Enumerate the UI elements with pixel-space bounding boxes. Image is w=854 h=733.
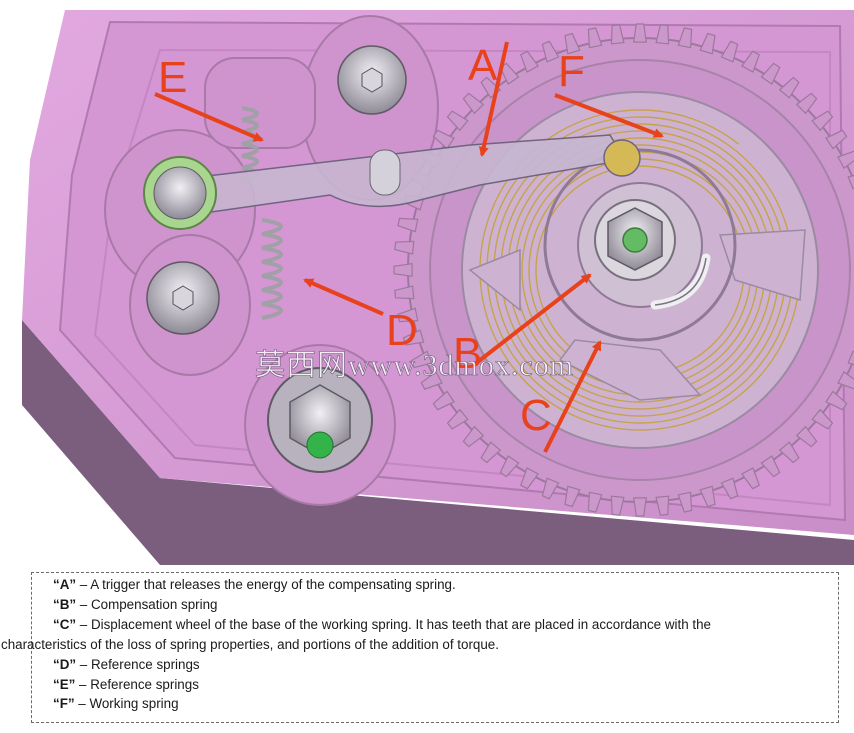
arrow-f — [554, 93, 664, 138]
gear-tooth — [741, 50, 760, 73]
gear-tooth — [677, 27, 693, 49]
gear-tooth — [432, 129, 455, 150]
gear-tooth — [741, 467, 760, 490]
callout-f: F — [558, 47, 585, 96]
legend-text: – Reference springs — [76, 656, 200, 672]
gear-tooth — [446, 110, 469, 132]
gear-tooth — [541, 477, 560, 500]
arrow-c — [543, 340, 602, 453]
gear-tooth — [446, 408, 469, 430]
gear-tooth — [480, 441, 502, 464]
gear-tooth — [811, 408, 834, 430]
legend-key: “C” — [53, 616, 77, 632]
reference-spring-upper — [241, 106, 259, 182]
gear-tooth — [393, 263, 413, 277]
bolt-top — [337, 45, 407, 115]
gear-tooth — [778, 441, 800, 464]
gear-tooth — [520, 50, 539, 73]
gear-tooth — [397, 217, 419, 233]
gear-tooth — [825, 390, 848, 411]
legend-key: “F” — [53, 696, 75, 712]
reference-spring-lower — [261, 218, 283, 320]
callout-b: B — [453, 329, 482, 378]
gear-tooth — [397, 307, 419, 323]
legend-text: – Displacement wheel of the base of the … — [76, 616, 711, 632]
gear-tooth — [633, 23, 647, 43]
legend-item-c: “C” – Displacement wheel of the base of … — [1, 615, 828, 655]
gear-tooth — [410, 350, 433, 369]
gear-tooth — [655, 495, 670, 516]
legend-key: “D” — [53, 656, 77, 672]
bottom-nut — [267, 367, 373, 473]
gear-tooth — [564, 485, 581, 508]
gear-tooth — [720, 477, 739, 500]
gear-tooth — [847, 174, 854, 190]
callout-c: C — [520, 391, 552, 440]
gear-tooth — [394, 240, 415, 255]
gear-tooth — [633, 497, 647, 517]
legend-item-e: “E” – Reference springs — [32, 675, 828, 695]
gear-tooth — [847, 350, 854, 366]
gear-tooth — [837, 150, 854, 169]
legend-text: – Compensation spring — [76, 596, 218, 612]
gear-tooth — [541, 40, 560, 63]
legend-item-d: “D” – Reference springs — [32, 655, 828, 675]
gear-tooth — [610, 24, 625, 45]
gear-tooth — [699, 32, 716, 55]
gear-tooth — [778, 76, 800, 99]
housing-side — [22, 320, 854, 565]
callout-e: E — [158, 53, 187, 102]
gear-tooth — [795, 92, 818, 115]
mechanism-diagram: A B C D E F 莫西网www.3dmox.com — [22, 10, 854, 565]
gear-tooth — [462, 425, 485, 448]
legend-text-continuation: characteristics of the loss of spring pr… — [1, 636, 499, 652]
arrow-d — [303, 278, 384, 316]
gear-tooth — [610, 495, 625, 516]
legend-text: – Reference springs — [75, 676, 199, 692]
gear-tooth — [655, 24, 670, 45]
gear-tooth — [520, 467, 539, 490]
legend-key: “B” — [53, 596, 77, 612]
gear-tooth — [499, 455, 520, 478]
legend-item-f: “F” – Working spring — [32, 694, 828, 714]
gear-tooth — [795, 425, 818, 448]
legend-item-a: “A” – A trigger that releases the energy… — [32, 575, 828, 595]
gear-tooth — [499, 62, 520, 85]
trigger-arm — [189, 134, 627, 216]
hub-ring — [543, 148, 737, 342]
gear-tooth — [825, 129, 848, 150]
legend-key: “A” — [53, 577, 77, 592]
legend-text: – Working spring — [74, 696, 179, 712]
gear-tooth — [564, 32, 581, 55]
gear-tooth — [720, 40, 739, 63]
bolt-left — [146, 261, 220, 335]
arrow-b — [473, 273, 592, 366]
bolt-green-ring — [143, 156, 217, 230]
gear-tooth — [402, 329, 425, 346]
legend-key: “E” — [53, 676, 76, 692]
watermark: 莫西网www.3dmox.com — [255, 349, 574, 382]
gear-tooth — [587, 491, 603, 513]
legend-text: – A trigger that releases the energy of … — [76, 577, 456, 592]
gear-tooth — [677, 491, 693, 513]
gear-tooth — [760, 455, 781, 478]
arrow-a — [478, 41, 509, 157]
gear-tooth — [420, 371, 443, 390]
gear-tooth — [760, 62, 781, 85]
callout-a: A — [468, 41, 498, 90]
callout-d: D — [386, 306, 418, 355]
legend-box: “A” – A trigger that releases the energy… — [1, 572, 839, 723]
gear-tooth — [699, 485, 716, 508]
gear-tooth — [811, 110, 834, 132]
gear-tooth — [462, 92, 485, 115]
arrow-e — [154, 92, 264, 142]
gear-tooth — [432, 390, 455, 411]
gear-tooth — [587, 27, 603, 49]
gear-tooth — [394, 285, 415, 300]
legend-item-b: “B” – Compensation spring — [32, 595, 828, 615]
